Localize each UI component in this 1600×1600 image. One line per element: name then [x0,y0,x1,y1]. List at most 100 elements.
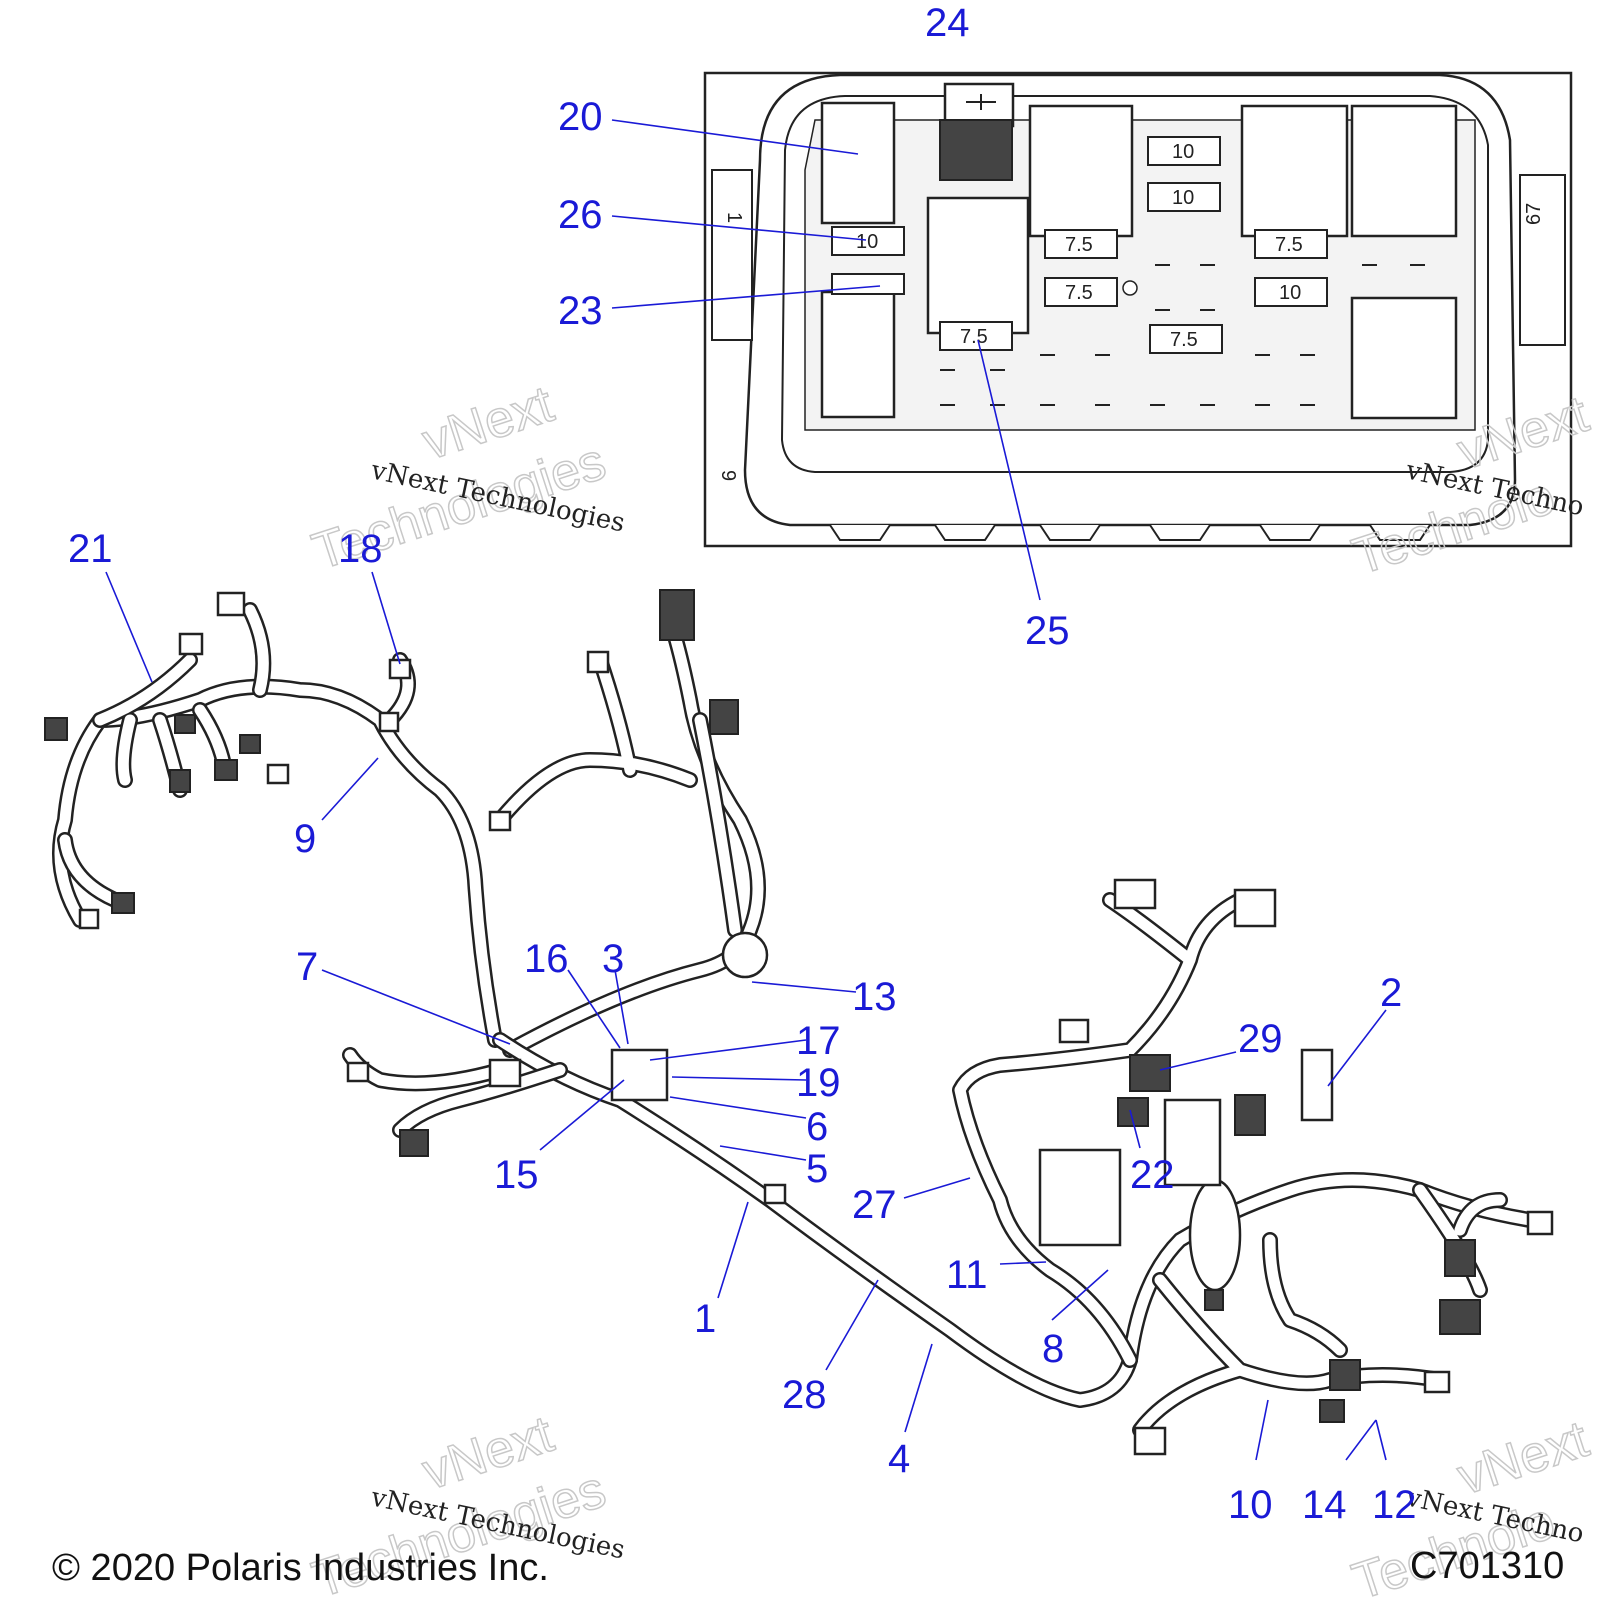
connector [709,699,739,735]
callout-13: 13 [852,975,897,1019]
diode-symbol-icon [966,94,996,110]
callout-26: 26 [558,193,603,237]
fuse-label: 7.5 [1275,234,1303,256]
callout-23: 23 [558,289,603,333]
fuse-label: 7.5 [1065,234,1093,256]
callout-9: 9 [294,817,316,861]
connector [78,908,100,930]
callout-16: 16 [524,937,569,981]
connectors [44,589,1554,1456]
connector [214,759,238,781]
fuse-label: 10 [1279,282,1301,304]
fuse-7-5-b [1044,277,1118,307]
fuse-label: 10 [1172,187,1194,209]
diagram-code: C701310 [1410,1545,1564,1587]
callout-19: 19 [796,1061,841,1105]
ecu-module [1163,1098,1222,1187]
relay-top-right-b [1350,104,1458,238]
connector [1319,1399,1345,1423]
relay-left-lower [820,290,896,419]
callout-12: 12 [1372,1483,1417,1527]
callout-7: 7 [296,945,318,989]
fuse-7-5-a [1044,229,1118,259]
callout-18: 18 [338,527,383,571]
connector-large [659,589,695,641]
left-mount-tab [711,169,753,341]
connector [239,734,261,754]
relay-20 [820,101,896,225]
callout-20: 20 [558,95,603,139]
fuse-26 [831,226,905,256]
right-mount-tab [1519,174,1566,346]
connector [399,1129,429,1157]
callout-3: 3 [602,937,624,981]
callout-10: 10 [1228,1483,1273,1527]
fuse-label: 10 [1172,141,1194,163]
connector [1526,1210,1554,1236]
callout-2: 2 [1380,971,1402,1015]
side-label-1: 1 [723,212,745,223]
connector [1444,1239,1476,1277]
watermark-br-big-top: vNext [1451,1410,1596,1506]
fuse-slots: 10 10 10 7.5 7.5 7.5 7.5 10 7.5 [831,136,1328,354]
fuse-label: 7.5 [1065,282,1093,304]
connector [388,658,412,680]
connector [763,1183,787,1205]
connector [1439,1299,1481,1335]
callout-24: 24 [925,1,970,45]
harness-right-lower [1132,1232,1448,1438]
callout-8: 8 [1042,1327,1064,1371]
bottom-clips [829,524,1431,541]
connector [44,717,68,741]
connector [169,769,191,793]
relay-top-center [1028,104,1134,238]
connector [266,763,290,785]
connector [1233,888,1277,928]
callout-1: 1 [694,1297,716,1341]
empty-slots [940,264,1425,406]
connector [1234,1094,1266,1136]
center-hole [1122,280,1138,296]
fuse-10-c [1254,277,1328,307]
callout-5: 5 [806,1147,828,1191]
callout-labels: 24 20 26 23 25 21 18 9 7 16 3 13 17 19 6… [68,1,1417,1527]
grommet-13 [721,931,769,979]
callout-14: 14 [1302,1483,1347,1527]
relay-top-right-a [1240,104,1349,238]
callout-29: 29 [1238,1017,1283,1061]
fuse-10-a [1147,136,1221,166]
label-plate-2 [1300,1048,1334,1122]
side-label-9: 9 [717,470,739,481]
fuse-7-5-d [1149,324,1223,354]
callout-11: 11 [946,1253,988,1297]
relay-center [926,196,1030,335]
fuse-bracket-3 [610,1048,669,1102]
callout-15: 15 [494,1153,539,1197]
connector [346,1061,370,1083]
fuse-23 [831,273,905,295]
callout-17: 17 [796,1019,841,1063]
side-label-67: 67 [1523,203,1545,225]
fuse-10-b [1147,182,1221,212]
connector-29 [1129,1054,1171,1092]
connector [1423,1370,1451,1394]
leader-lines [105,119,1387,1461]
callout-25: 25 [1025,609,1070,653]
connector [1113,878,1157,910]
diode-24-body [939,119,1013,181]
grommet-right [1188,1178,1242,1292]
callout-28: 28 [782,1373,827,1417]
copyright-notice: © 2020 Polaris Industries Inc. [52,1547,549,1589]
connector [1204,1289,1224,1311]
connector [111,892,135,914]
connector [178,632,204,656]
callout-6: 6 [806,1105,828,1149]
fuse-25 [939,321,1013,351]
connector [488,810,512,832]
connector [1329,1359,1361,1391]
connector [1133,1426,1167,1456]
callout-22: 22 [1130,1153,1175,1197]
fuse-box-inset: 1 9 67 10 10 10 7.5 [703,71,1573,548]
fuse-label: 10 [856,231,878,253]
